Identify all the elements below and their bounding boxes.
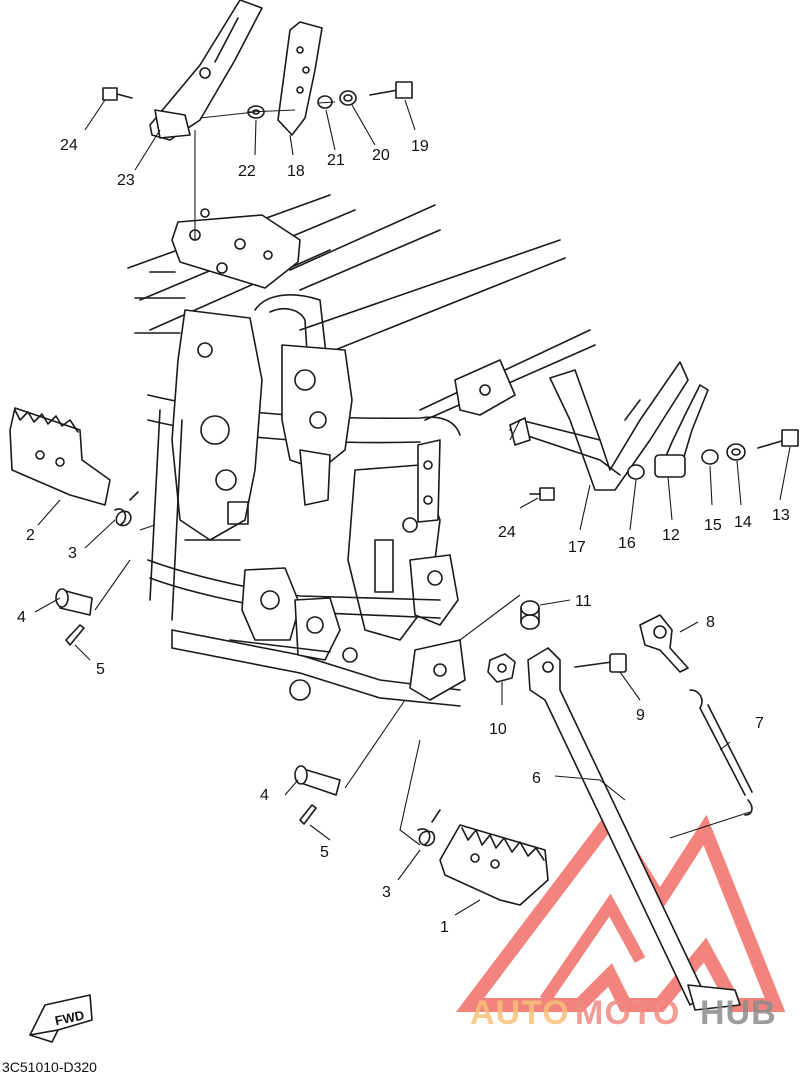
nut-10 [487,653,516,683]
callout-11: 11 [575,593,592,610]
callout-22: 22 [238,163,256,180]
callout-7: 7 [755,715,764,732]
frame-assembly [127,194,596,707]
bracket-8 [639,614,689,673]
footrest-right [439,824,549,906]
collar-12 [654,454,686,478]
bolt-24-right [529,487,555,501]
callout-15: 15 [704,517,722,534]
callout-16: 16 [618,535,636,552]
spring-washer-20 [339,90,357,106]
callout-8: 8 [706,614,715,631]
bolt-24-top [102,87,133,101]
watermark-auto: AUTO [470,994,570,1032]
fwd-direction-badge: FWD [29,994,93,1043]
footrest-bracket-right [509,361,689,491]
callout-20: 20 [372,147,390,164]
callout-1: 1 [440,919,449,936]
washer-15 [701,449,719,465]
callout-3-left: 3 [68,545,77,562]
callout-4-lower: 4 [260,787,269,804]
callout-2: 2 [26,527,35,544]
drawing-code: 3C51010-D320 [2,1059,97,1075]
callout-3-lower: 3 [382,884,391,901]
pin-4-left [55,588,93,616]
callout-5-lower: 5 [320,844,329,861]
collar-11 [520,600,540,630]
rear-footrest-bracket-left [149,0,263,141]
callout-18: 18 [287,163,305,180]
rear-footrest-bar-left [277,21,323,136]
callout-6: 6 [532,770,541,787]
footrest-left [9,407,111,506]
callout-9: 9 [636,707,645,724]
spring-3-left [114,491,139,527]
callout-10: 10 [489,721,507,738]
watermark-hub: HUB [700,994,777,1032]
callout-12: 12 [662,527,680,544]
cotter-pin-5-left [65,624,85,646]
watermark-text: AUTO MOTO HUB [470,994,777,1032]
callout-13: 13 [772,507,790,524]
sidestand [527,647,741,1011]
callout-24-right: 24 [498,524,516,541]
spring-3-lower [417,809,441,847]
callout-21: 21 [327,152,345,169]
spring-washer-14 [726,443,746,461]
watermark-moto: MOTO [575,994,680,1032]
callout-4-left: 4 [17,609,26,626]
callout-5-left: 5 [96,661,105,678]
callout-23: 23 [117,172,135,189]
bolt-9 [574,653,627,673]
bolt-13 [757,429,799,449]
bolt-19 [369,81,413,99]
callout-labels: 24 23 22 18 21 20 19 2 3 4 5 17 16 12 15… [17,137,790,936]
callout-24-top: 24 [60,137,78,154]
callout-19: 19 [411,138,429,155]
spring-7 [689,689,753,816]
washer-16 [627,464,645,480]
callout-17: 17 [568,539,586,556]
cotter-pin-5-lower [299,804,317,825]
pin-4-lower [294,765,341,796]
callout-14: 14 [734,514,752,531]
fwd-label: FWD [53,1007,85,1028]
leader-lines [34,99,791,916]
